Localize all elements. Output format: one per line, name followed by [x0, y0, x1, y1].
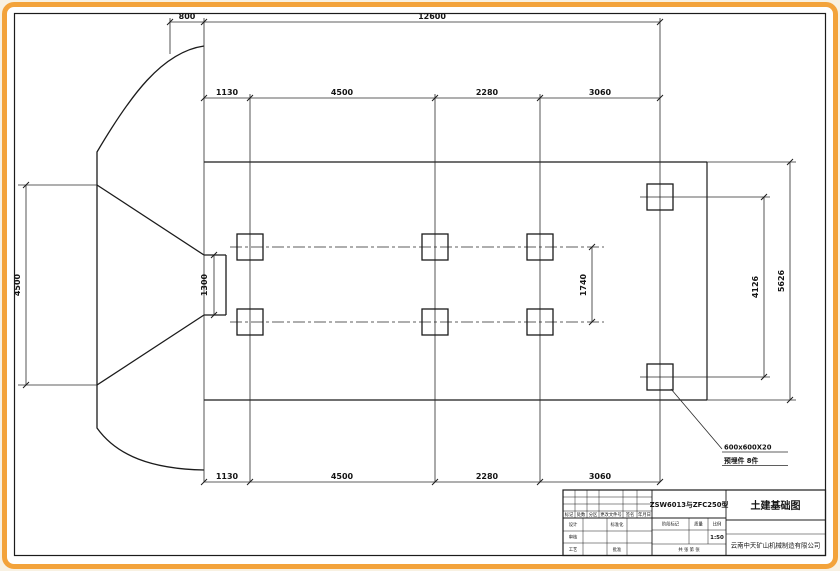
- dim-col3-bottom: 2280: [476, 472, 499, 481]
- role-process: 工艺: [569, 547, 578, 553]
- company-name: 云南中天矿山机械制造有限公司: [731, 541, 820, 550]
- rev-header-sign: 签名: [626, 511, 635, 518]
- foundation-outline: [204, 161, 708, 401]
- rev-header-zone: 分区: [589, 511, 598, 518]
- extension-lines: [18, 161, 796, 401]
- role-approve: 批准: [613, 546, 622, 553]
- dim-col2-bottom: 4500: [331, 472, 354, 481]
- plate: [646, 183, 674, 211]
- axis-lines: [169, 18, 661, 482]
- plate: [421, 233, 449, 261]
- dim-top-total: 12600: [418, 12, 446, 21]
- sheet-count-label: 共 张 第 张: [678, 546, 700, 553]
- rev-header-mark: 标记: [565, 511, 574, 518]
- plate: [526, 308, 554, 336]
- rev-header-date: 年月日: [638, 511, 651, 518]
- leader-note: 600x600X20 预埋件 8件: [670, 388, 788, 466]
- dim-row-gap: 1740: [579, 273, 588, 296]
- plate: [646, 363, 674, 391]
- plate: [526, 233, 554, 261]
- scale-value: 1:50: [710, 535, 724, 541]
- dimension-lines: [25, 21, 791, 483]
- dim-hopper-width: 4500: [13, 273, 22, 296]
- plate: [421, 308, 449, 336]
- sheet-border: [13, 12, 827, 557]
- dim-col2-top: 4500: [331, 88, 354, 97]
- scale-label: 比例: [713, 521, 722, 528]
- mass-label: 质量: [694, 521, 703, 528]
- dim-top-offset: 800: [179, 12, 196, 21]
- stage-label: 阶段标记: [662, 521, 680, 528]
- title-block: [562, 489, 827, 557]
- dimension-ticks: [22, 18, 794, 486]
- dimension-labels: 800 12600 1130 4500 2280 3060 1130 4500 …: [13, 12, 786, 481]
- dim-col1-bottom: 1130: [216, 472, 239, 481]
- plate: [236, 308, 264, 336]
- dim-col1-top: 1130: [216, 88, 239, 97]
- model-number: ZSW6013与ZFC250型: [650, 500, 729, 509]
- rev-header-docno: 更改文件号: [600, 511, 621, 518]
- rev-header-count: 处数: [577, 511, 586, 518]
- role-check: 审核: [569, 534, 578, 541]
- role-design: 设计: [569, 521, 578, 528]
- dim-col4-top: 3060: [589, 88, 612, 97]
- dim-anchor-span: 4126: [751, 275, 760, 298]
- plate: [236, 233, 264, 261]
- machine-outline: [96, 45, 227, 471]
- plate-qty-note: 预埋件 8件: [724, 456, 758, 465]
- dim-opening: 1300: [200, 273, 209, 296]
- plate-size-note: 600x600X20: [724, 444, 772, 452]
- drawing-title: 土建基础图: [751, 499, 801, 512]
- dim-slab-width: 5626: [777, 269, 786, 292]
- title-block-texts: ZSW6013与ZFC250型 土建基础图 云南中天矿山机械制造有限公司 标记 …: [565, 499, 821, 553]
- dim-col4-bottom: 3060: [589, 472, 612, 481]
- role-standardization: 标准化: [611, 521, 625, 528]
- embedded-plates: [236, 183, 674, 391]
- dim-col3-top: 2280: [476, 88, 499, 97]
- center-lines: [230, 246, 604, 323]
